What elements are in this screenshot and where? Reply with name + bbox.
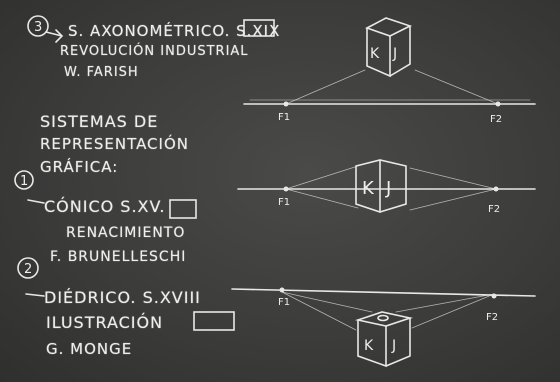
axonometric-era: REVOLUCIÓN INDUSTRIAL <box>60 45 249 58</box>
axonometric-heading: S. AXONOMÉTRICO. S.XIX <box>68 24 280 39</box>
dihedral-heading: DIÉDRICO. S.XVIII <box>44 290 201 306</box>
vanishing-point-label: F2 <box>490 114 502 125</box>
conic-heading: CÓNICO S.XV. <box>44 199 165 215</box>
cube-letter: K <box>364 338 374 354</box>
number-label: 3 <box>34 20 42 35</box>
vanishing-point-label: F2 <box>488 204 500 215</box>
conic-era: RENACIMIENTO <box>66 226 185 240</box>
numeral-box <box>170 200 196 218</box>
axonometric-author: W. FARISH <box>64 66 139 79</box>
number-label: 1 <box>20 174 28 189</box>
systems-title-line3: GRÁFICA: <box>40 160 118 175</box>
vanishing-point-label: F2 <box>486 312 498 323</box>
numeral-box <box>194 312 234 330</box>
number-label: 2 <box>24 262 32 277</box>
systems-title-line1: SISTEMAS DE <box>40 114 158 130</box>
vanishing-point-label: F1 <box>278 197 290 208</box>
cube-letter: J <box>391 338 396 354</box>
vanishing-point-label: F1 <box>278 112 290 123</box>
arrow-icon <box>28 200 44 203</box>
arrow-icon <box>46 30 62 42</box>
cube-letter: K <box>362 178 375 199</box>
vanishing-point-label: F1 <box>278 297 290 308</box>
arrow-icon <box>26 294 44 296</box>
cube-letter: K <box>370 46 380 62</box>
dihedral-author: G. MONGE <box>46 342 132 357</box>
cube-letter: J <box>385 178 391 199</box>
cube-letter: J <box>392 46 397 62</box>
dihedral-era: ILUSTRACIÓN <box>46 315 163 331</box>
systems-title-line2: REPRESENTACIÓN <box>40 137 189 152</box>
conic-author: F. BRUNELLESCHI <box>50 250 186 264</box>
